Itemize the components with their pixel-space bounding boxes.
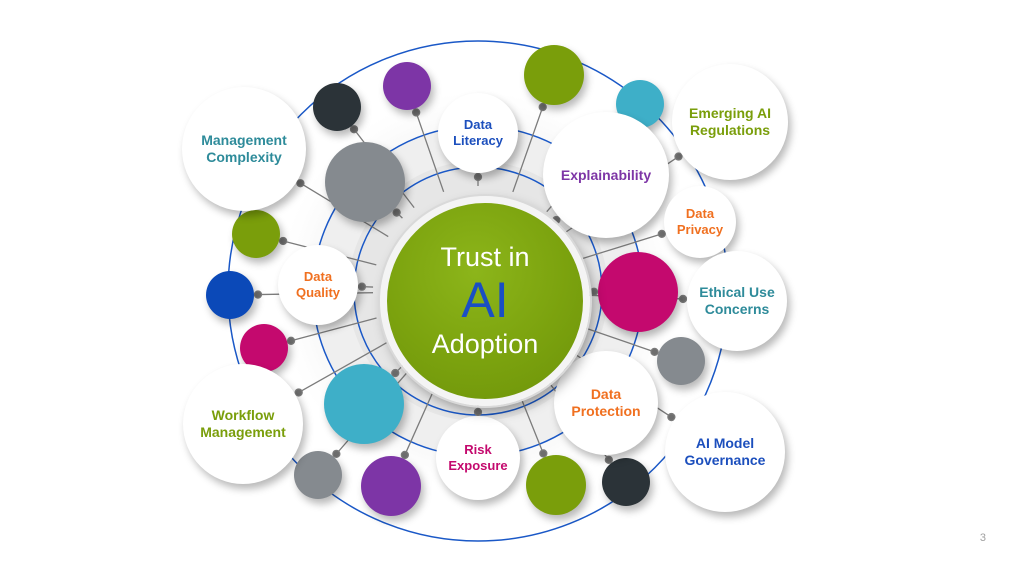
bubble-label: Data Quality <box>295 269 341 300</box>
color-dot <box>602 458 650 506</box>
bubble-management-complexity: Management Complexity <box>182 87 306 211</box>
bubble-ai-model-governance: AI Model Governance <box>665 392 785 512</box>
bubble-label: Data Privacy <box>676 206 724 237</box>
color-dot <box>361 456 421 516</box>
center-line-2: AI <box>461 272 509 329</box>
bubble-data-privacy: Data Privacy <box>664 186 736 258</box>
bubble-explainability: Explainability <box>543 112 669 238</box>
bubble-label: Ethical Use Concerns <box>699 284 775 317</box>
color-dot <box>524 45 584 105</box>
bubble-label: AI Model Governance <box>684 435 766 468</box>
color-dot <box>325 142 405 222</box>
center-line-1: Trust in <box>440 241 530 272</box>
bubble-label: Risk Exposure <box>448 442 508 473</box>
bubble-label: Explainability <box>560 166 652 183</box>
color-dot <box>324 364 404 444</box>
bubble-label: Data Protection <box>571 386 641 419</box>
color-dot <box>206 271 254 319</box>
bubble-ethical-use-concerns: Ethical Use Concerns <box>687 251 787 351</box>
page-number: 3 <box>979 532 986 544</box>
bubble-label: Management Complexity <box>201 132 287 165</box>
bubble-data-literacy: Data Literacy <box>438 93 518 173</box>
center-line-3: Adoption <box>431 328 539 359</box>
color-dot <box>232 210 280 258</box>
color-dot <box>313 83 361 131</box>
bubble-data-quality: Data Quality <box>278 245 358 325</box>
color-dot <box>598 252 678 332</box>
center-trust-in-ai-adoption: Trust in AI Adoption <box>380 196 590 406</box>
bubble-label: Data Literacy <box>453 117 503 148</box>
color-dot <box>526 455 586 515</box>
bubble-risk-exposure: Risk Exposure <box>436 416 520 500</box>
color-dot <box>657 337 705 385</box>
bubble-workflow-management: Workflow Management <box>183 364 303 484</box>
bubble-label: Workflow Management <box>200 407 286 440</box>
bubble-data-protection: Data Protection <box>554 351 658 455</box>
bubble-emerging-ai-regulations: Emerging AI Regulations <box>672 64 788 180</box>
color-dot <box>383 62 431 110</box>
bubble-label: Emerging AI Regulations <box>689 105 771 138</box>
color-dot <box>294 451 342 499</box>
